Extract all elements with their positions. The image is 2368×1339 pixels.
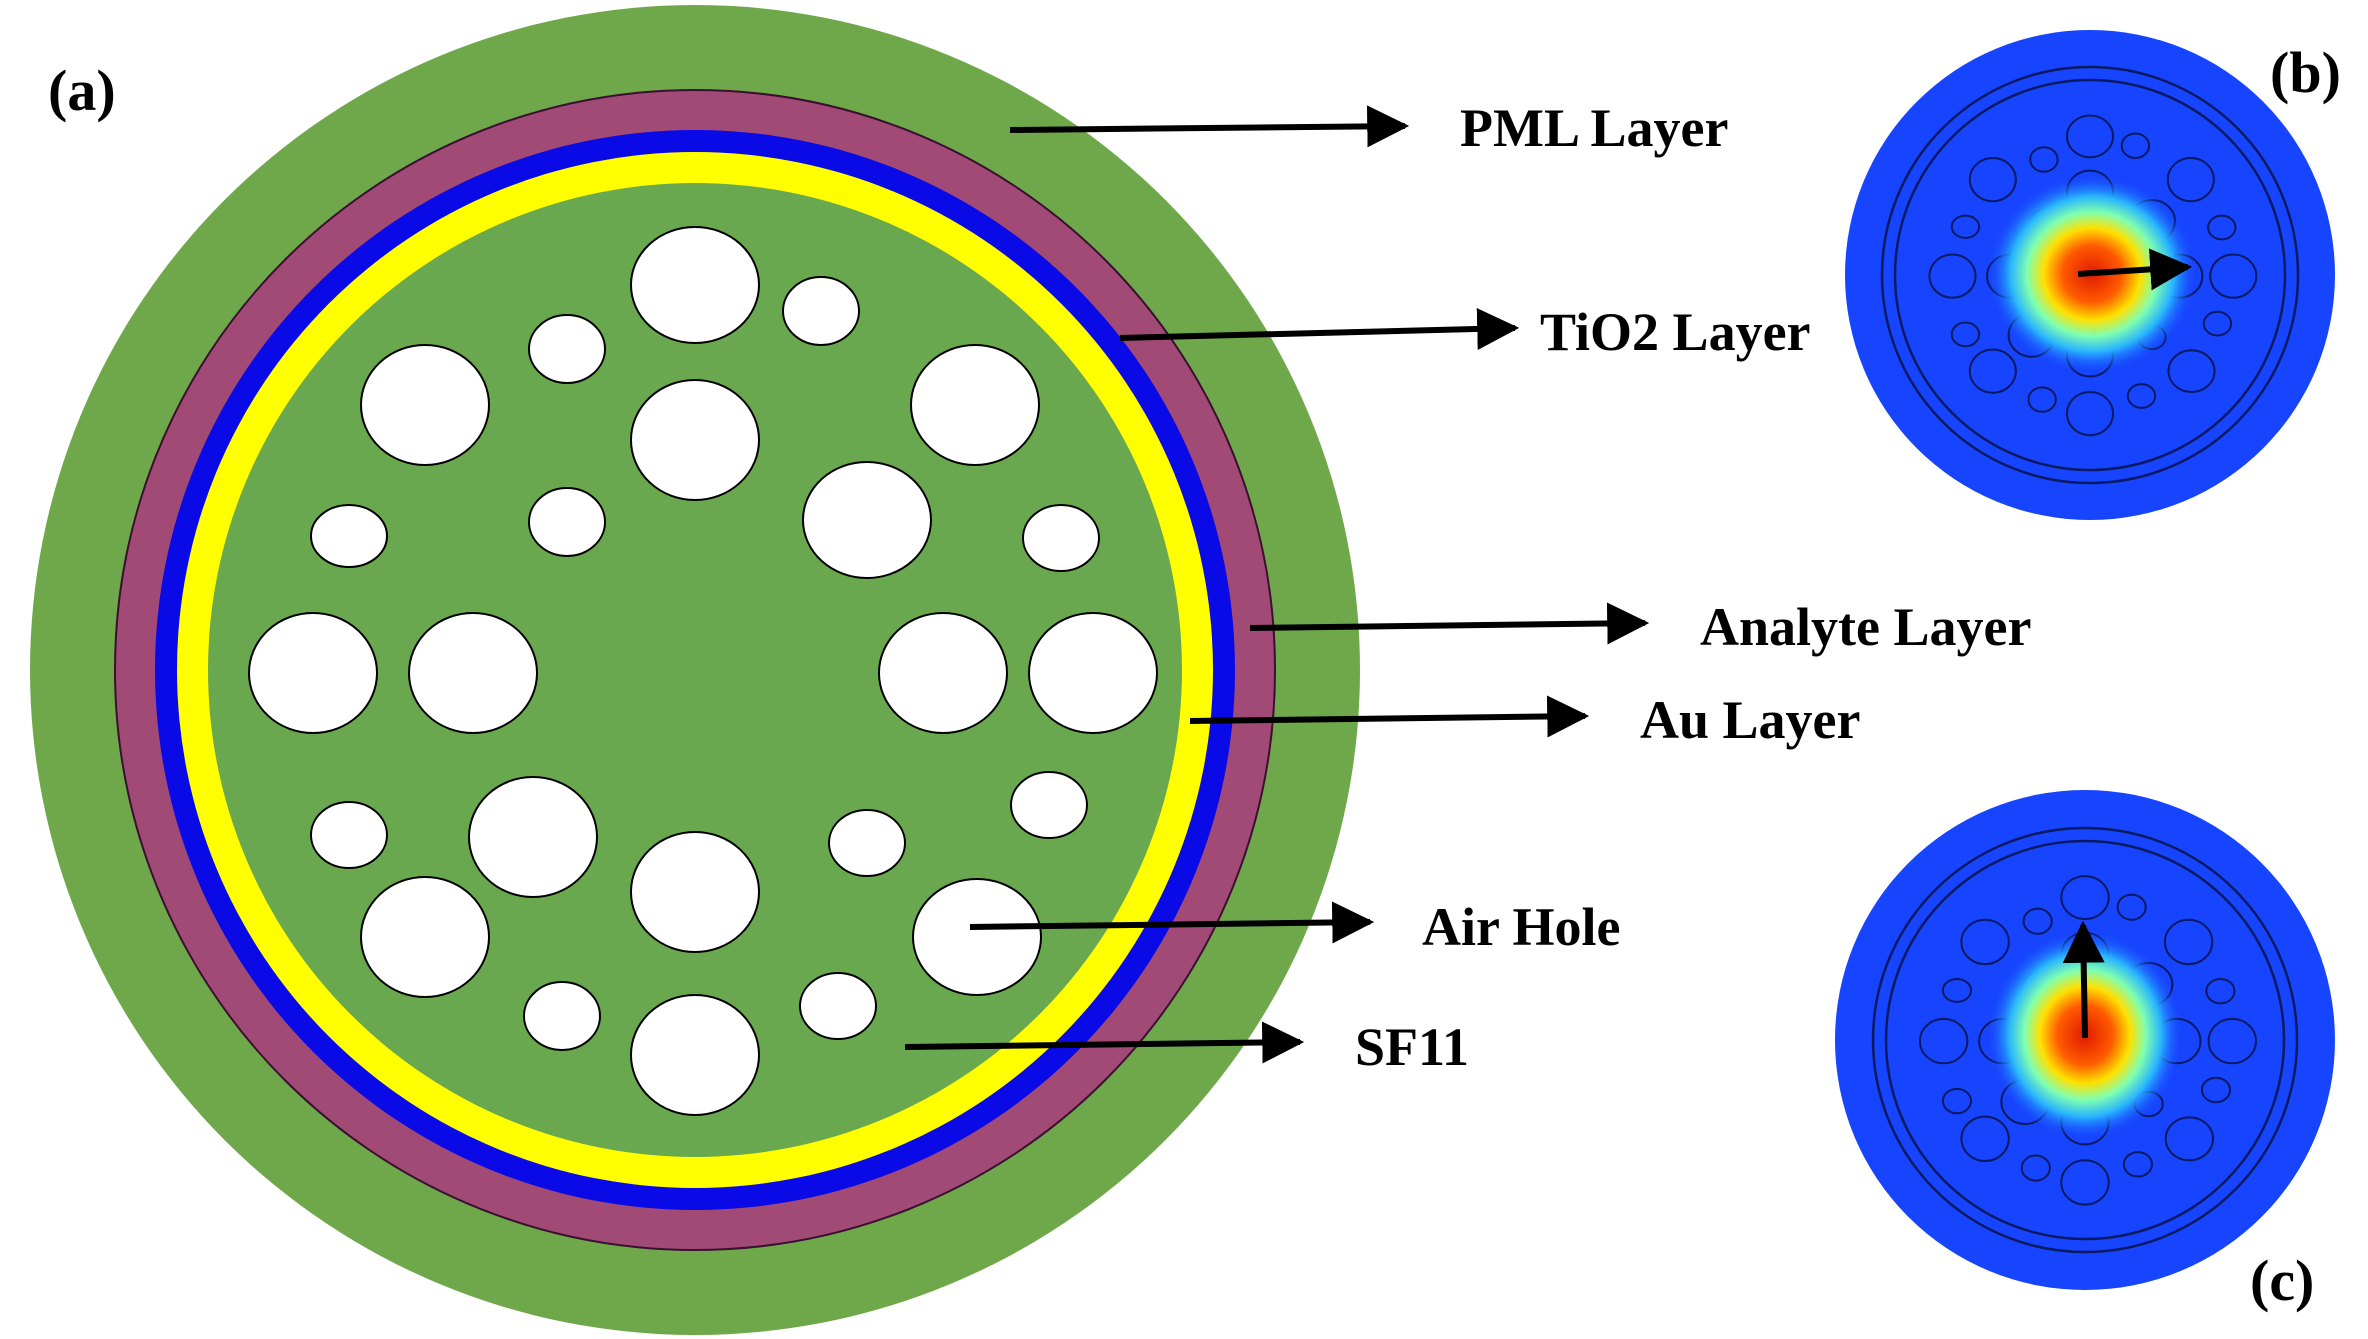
mode-hole-c-16 xyxy=(1941,1087,1973,1115)
arrow-analyte xyxy=(1249,602,1650,645)
air-hole-13 xyxy=(878,612,1008,734)
mode-hole-b-4 xyxy=(1968,157,2017,203)
boundary-outer-c xyxy=(1871,826,2299,1254)
arrow-pml xyxy=(1009,105,1410,148)
air-hole-10 xyxy=(1022,504,1100,572)
air-hole-17 xyxy=(468,776,598,898)
mode-hole-b-23 xyxy=(2126,383,2157,409)
panel-b-mode-field xyxy=(1845,30,2335,520)
mode-hole-c-11 xyxy=(1918,1017,1969,1065)
air-hole-11 xyxy=(248,612,378,734)
boundary-outer-b xyxy=(1880,65,2300,485)
label-pml-layer: PML Layer xyxy=(1460,98,1728,158)
air-hole-2 xyxy=(782,276,860,346)
mode-hole-b-3 xyxy=(2029,146,2059,173)
air-hole-9 xyxy=(528,487,606,557)
label-tio2-layer: TiO2 Layer xyxy=(1540,302,1811,362)
mode-hole-b-22 xyxy=(2027,386,2057,413)
mode-hole-c-10 xyxy=(2205,977,2236,1005)
boundary-inner-c xyxy=(1884,839,2286,1241)
mode-hole-b-14 xyxy=(2209,253,2258,299)
mode-hole-b-1 xyxy=(2065,114,2115,159)
mode-hole-c-14 xyxy=(2207,1017,2257,1065)
mode-hole-b-16 xyxy=(1950,321,1981,348)
mode-hole-c-8 xyxy=(1941,977,1973,1003)
arrow-tio2 xyxy=(1119,307,1520,350)
polarization-arrow-b xyxy=(2077,248,2193,291)
air-hole-3 xyxy=(528,314,606,384)
air-hole-24 xyxy=(630,994,760,1116)
mode-hole-b-24 xyxy=(2065,391,2115,437)
mode-hole-b-15 xyxy=(2202,310,2233,337)
mode-hole-b-20 xyxy=(1968,348,2017,394)
label-sf11: SF11 xyxy=(1355,1017,1469,1077)
panel-label-c: (c) xyxy=(2250,1248,2314,1313)
air-hole-20 xyxy=(360,876,490,998)
mode-hole-c-21 xyxy=(2164,1116,2215,1162)
mode-hole-c-5 xyxy=(2163,918,2214,966)
mode-hole-c-2 xyxy=(2116,893,2147,921)
air-hole-7 xyxy=(802,461,932,579)
mode-hole-b-8 xyxy=(1950,214,1981,239)
air-hole-14 xyxy=(1028,612,1158,734)
arrow-air-hole xyxy=(969,901,1375,944)
panel-c-mode-field xyxy=(1835,790,2335,1290)
panel-a-cross-section xyxy=(30,5,1360,1335)
callout-arrows xyxy=(904,105,1650,1064)
mode-hole-c-1 xyxy=(2060,875,2110,921)
mode-hole-c-24 xyxy=(2060,1159,2110,1206)
mode-hole-b-5 xyxy=(2166,157,2215,203)
boundary-inner-b xyxy=(1893,78,2287,472)
mode-hole-c-4 xyxy=(1960,918,2010,966)
air-hole-8 xyxy=(310,504,388,568)
polarization-arrow-c xyxy=(2062,920,2105,1039)
air-hole-6 xyxy=(630,379,760,501)
mode-hole-c-22 xyxy=(2020,1154,2051,1182)
air-hole-12 xyxy=(408,612,538,734)
air-hole-21 xyxy=(912,878,1042,996)
mode-hole-b-10 xyxy=(2207,214,2237,241)
panel-label-b: (b) xyxy=(2270,40,2341,105)
mode-hole-c-23 xyxy=(2122,1151,2153,1178)
mode-hole-b-2 xyxy=(2120,132,2151,159)
air-hole-22 xyxy=(523,981,601,1051)
air-hole-18 xyxy=(828,809,906,877)
arrow-sf11 xyxy=(904,1021,1305,1064)
panel-label-a: (a) xyxy=(48,58,116,123)
label-au-layer: Au Layer xyxy=(1640,690,1860,750)
label-analyte-layer: Analyte Layer xyxy=(1700,597,2031,657)
air-holes-group xyxy=(248,226,1158,1116)
arrow-au xyxy=(1189,695,1590,738)
air-hole-4 xyxy=(360,344,490,466)
air-hole-16 xyxy=(310,801,388,869)
air-hole-5 xyxy=(910,344,1040,466)
air-hole-19 xyxy=(630,831,760,953)
mode-hole-b-21 xyxy=(2167,349,2216,393)
air-hole-1 xyxy=(630,226,760,344)
mode-hole-c-15 xyxy=(2200,1076,2232,1104)
mode-hole-c-3 xyxy=(2022,907,2053,935)
mode-hole-c-20 xyxy=(1960,1115,2010,1162)
mode-hole-b-11 xyxy=(1928,253,1977,299)
air-hole-15 xyxy=(1010,771,1088,839)
air-hole-23 xyxy=(799,972,877,1040)
label-air-hole: Air Hole xyxy=(1422,897,1620,957)
